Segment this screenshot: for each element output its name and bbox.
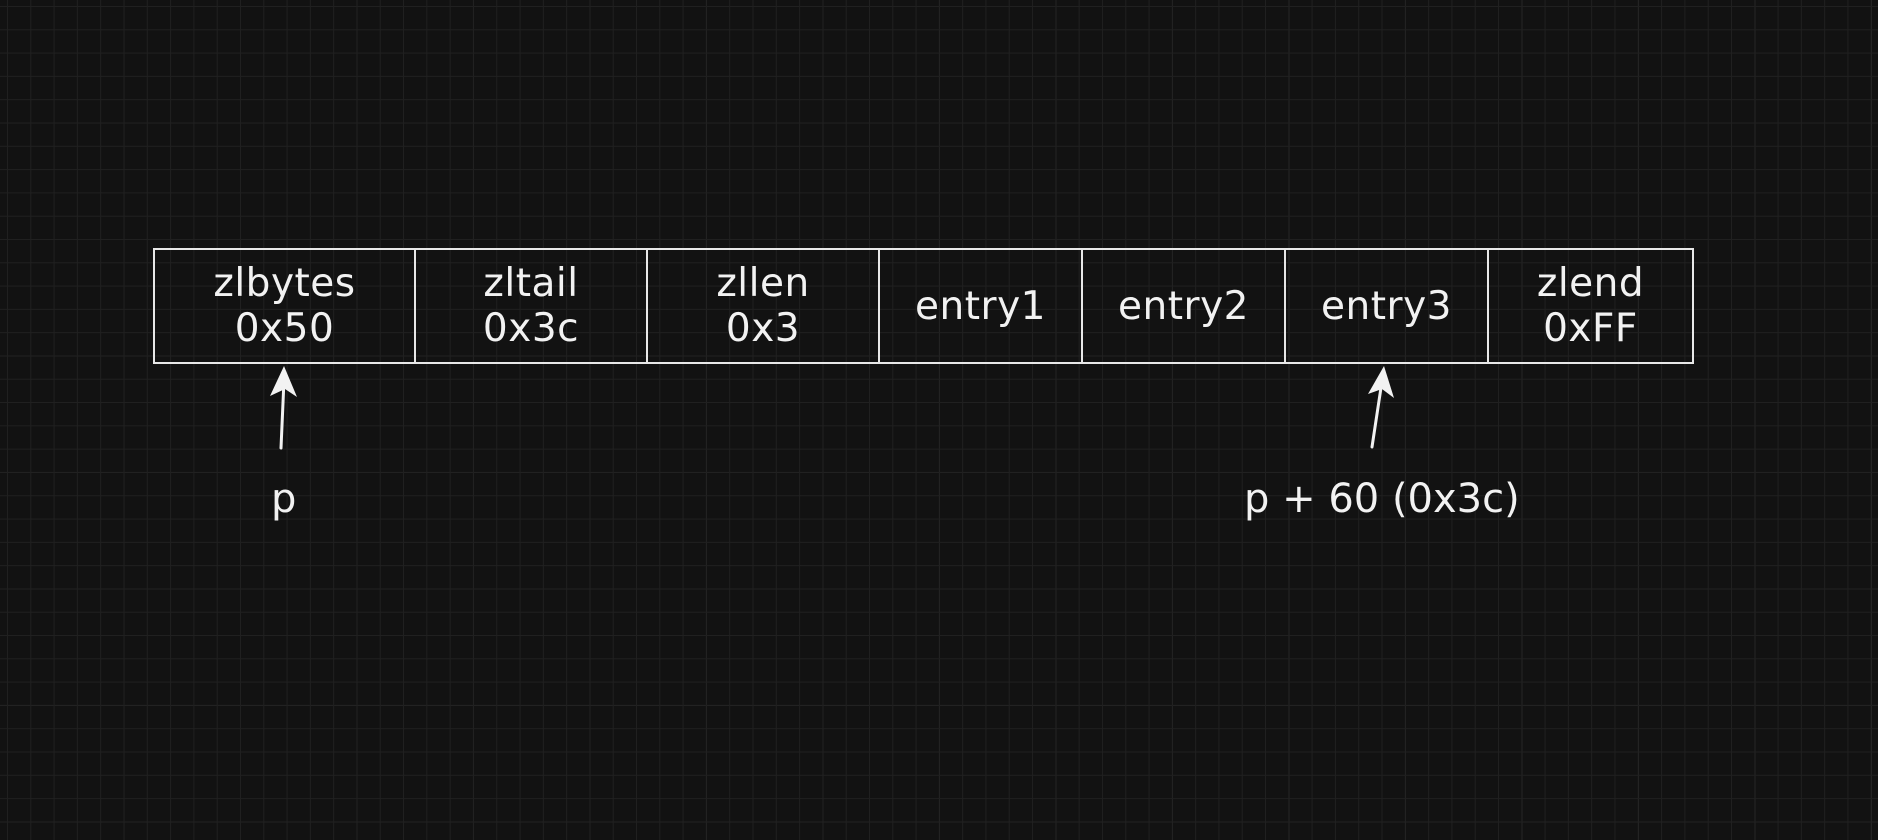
- field-value: 0x50: [234, 306, 335, 351]
- field-name: entry3: [1321, 283, 1452, 329]
- field-value: 0x3: [725, 306, 801, 351]
- ziplist-layout: zlbytes 0x50 zltail 0x3c zllen 0x3 entry…: [153, 248, 1694, 364]
- arrow-to-zlbytes: [270, 366, 297, 450]
- field-name: zltail: [483, 261, 579, 306]
- field-entry2: entry2: [1083, 250, 1286, 362]
- field-zllen: zllen 0x3: [648, 250, 880, 362]
- field-name: zlend: [1536, 261, 1645, 306]
- field-name: zlbytes: [213, 261, 356, 306]
- field-zlbytes: zlbytes 0x50: [155, 250, 416, 362]
- field-name: entry2: [1118, 283, 1249, 329]
- field-value: 0xFF: [1543, 306, 1638, 351]
- pointer-label-tail: p + 60 (0x3c): [1244, 476, 1520, 522]
- field-value: 0x3c: [482, 306, 580, 351]
- pointer-label-p: p: [271, 476, 297, 522]
- field-entry1: entry1: [880, 250, 1083, 362]
- field-zlend: zlend 0xFF: [1489, 250, 1692, 362]
- field-name: zllen: [716, 261, 810, 306]
- field-name: entry1: [915, 283, 1046, 329]
- arrow-to-entry3: [1368, 366, 1394, 449]
- field-entry3: entry3: [1286, 250, 1489, 362]
- field-zltail: zltail 0x3c: [416, 250, 648, 362]
